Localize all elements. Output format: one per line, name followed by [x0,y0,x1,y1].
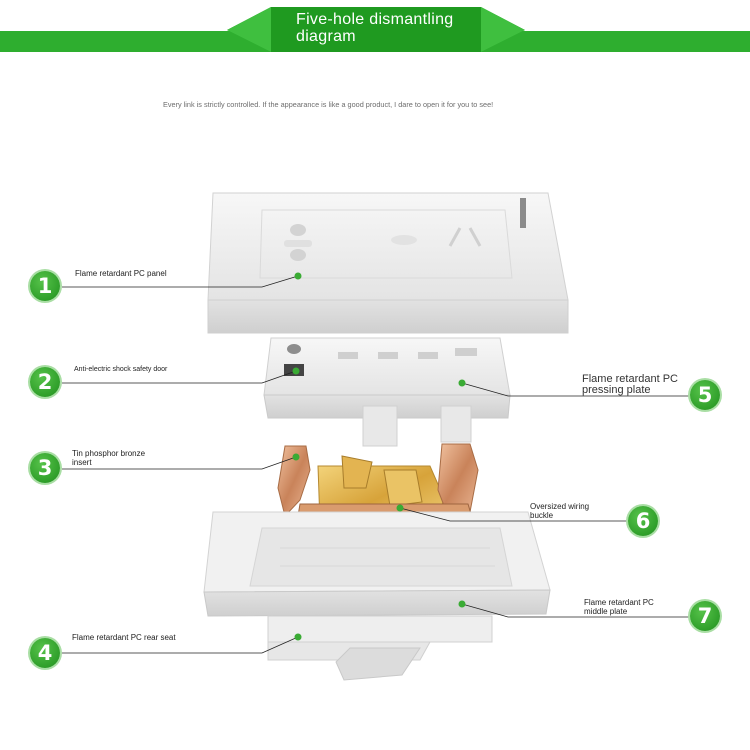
label-wiring-buckle: Oversized wiring buckle [530,502,590,520]
callout-3: 3 [30,453,60,483]
label-middle-plate: Flame retardant PC middle plate [584,598,654,616]
callout-1: 1 [30,271,60,301]
label-bronze-insert: Tin phosphor bronze insert [72,449,146,467]
page-subtitle: Every link is strictly controlled. If th… [163,100,494,109]
label-pc-panel: Flame retardant PC panel [75,269,167,278]
label-rear-seat: Flame retardant PC rear seat [72,633,176,642]
pc-panel [207,192,569,334]
callout-7: 7 [690,601,720,631]
label-safety-door: Anti-electric shock safety door [74,366,168,373]
callout-6: 6 [628,506,658,536]
callout-4: 4 [30,638,60,668]
page-title: Five-hole dismantling diagram [296,11,454,45]
middle-plate [203,511,551,617]
callout-5: 5 [690,380,720,410]
rear-seat [267,615,493,681]
callout-2: 2 [30,367,60,397]
callout-dots [292,272,466,641]
pressing-plate [263,337,511,447]
label-pressing-plate: Flame retardant PC pressing plate [582,373,678,396]
header-banner: Five-hole dismantling diagram [227,7,525,52]
banner-arrow-shape [227,7,525,52]
leader-lines [62,275,690,654]
